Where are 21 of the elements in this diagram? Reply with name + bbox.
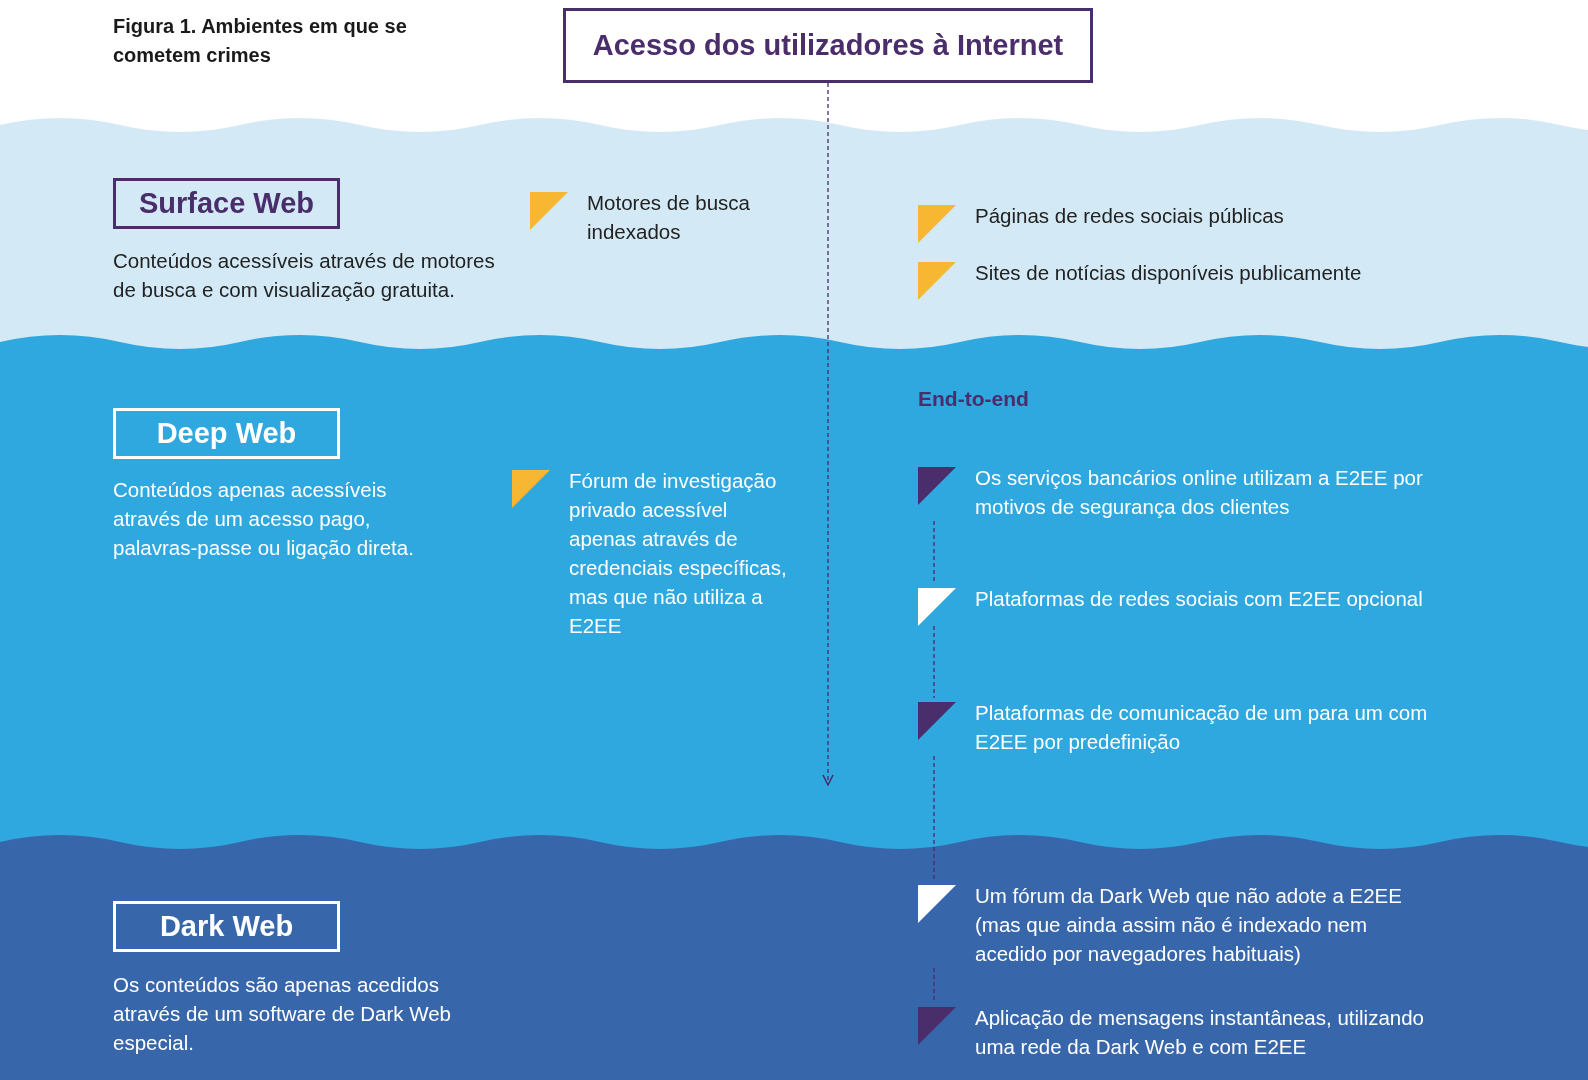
layer-description: Os conteúdos são apenas acedidos através de um software de Dark Web especial.	[113, 972, 453, 1056]
figure-title: Figura 1. Ambientes em que se cometem crimes	[113, 14, 408, 68]
title-box: Acesso dos utilizadores à Internet	[563, 8, 1093, 83]
layer-description: Conteúdos apenas acessíveis através de um acesso pago, palavras-passe ou ligação direta.	[113, 477, 415, 561]
item-text: Plataformas de redes sociais com E2EE opcional	[975, 586, 1424, 612]
item-text: Um fórum da Dark Web que não adote a E2EE (mas que ainda assim não é indexado nem acedido por navegadores habituais)	[975, 883, 1403, 967]
item-text: Os serviços bancários online utilizam a E2EE por motivos de segurança dos clientes	[975, 465, 1424, 520]
layer-heading-box: Surface Web	[113, 178, 340, 229]
item-text: Motores de busca indexados	[587, 190, 751, 245]
section-label: End-to-end	[918, 387, 1029, 411]
item-text: Plataformas de comunicação de um para um com E2EE por predefinição	[975, 700, 1429, 755]
dashed-connector	[822, 82, 834, 786]
dashed-connector	[933, 625, 935, 699]
item-text: Páginas de redes sociais públicas	[975, 203, 1285, 229]
layer-description: Conteúdos acessíveis através de motores de busca e com visualização gratuita.	[113, 248, 496, 303]
dashed-connector	[933, 755, 935, 882]
layer-heading-box: Deep Web	[113, 408, 340, 459]
layer-heading-box: Dark Web	[113, 901, 340, 952]
item-text: Aplicação de mensagens instantâneas, utilizando uma rede da Dark Web e com E2EE	[975, 1005, 1426, 1060]
item-text: Sites de notícias disponíveis publicamente	[975, 260, 1363, 286]
item-text: Fórum de investigação privado acessível apenas através de credenciais específicas, mas que não utiliza a E2EE	[569, 468, 788, 639]
